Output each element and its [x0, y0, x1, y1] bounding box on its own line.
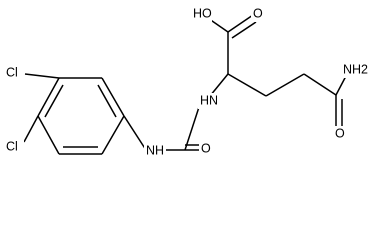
ring-bond-c3-c4 [37, 77, 60, 117]
bond-urea-c-hn [184, 103, 201, 151]
bond-hn-alpha [209, 73, 229, 97]
urea-nh-label: NH [146, 143, 164, 157]
bond-ring-nh [123, 115, 147, 151]
amide-nh2-label: NH2 [343, 62, 368, 76]
urea-oxygen-label: O [201, 141, 211, 155]
amine-hn-label: HN [200, 93, 218, 107]
acid-carbonyl-oxygen-label: O [253, 6, 263, 20]
bond-alpha-ch2 [227, 73, 267, 97]
ring-bond-c6-c1 [101, 115, 125, 155]
bond-lines [23, 13, 347, 155]
atom-labels: HO O NH2 O HN NH O Cl Cl [4, 6, 376, 159]
chemical-structure: HO O NH2 O HN NH O Cl Cl [4, 6, 376, 159]
chlorine-meta-label: Cl [6, 139, 18, 153]
bond-c-cl-para [24, 73, 60, 79]
bond-ch2-ch2 [265, 73, 305, 97]
bond-ch2-amide-c [303, 73, 337, 96]
bond-carboxyl-co-2 [231, 21, 257, 39]
bond-amide-c-nh2 [335, 75, 347, 96]
ring-inner-bond-b [44, 84, 64, 118]
ring-bond-c1-c2 [101, 77, 125, 117]
ring-inner-bond-a [97, 84, 117, 118]
ring-bond-c4-c5 [37, 115, 60, 155]
amide-carbonyl-oxygen-label: O [335, 126, 345, 140]
bond-c-cl-meta [23, 115, 39, 143]
hydroxyl-label: HO [193, 6, 212, 20]
chlorine-para-label: Cl [6, 65, 18, 79]
bond-carboxyl-co-1 [227, 14, 254, 33]
